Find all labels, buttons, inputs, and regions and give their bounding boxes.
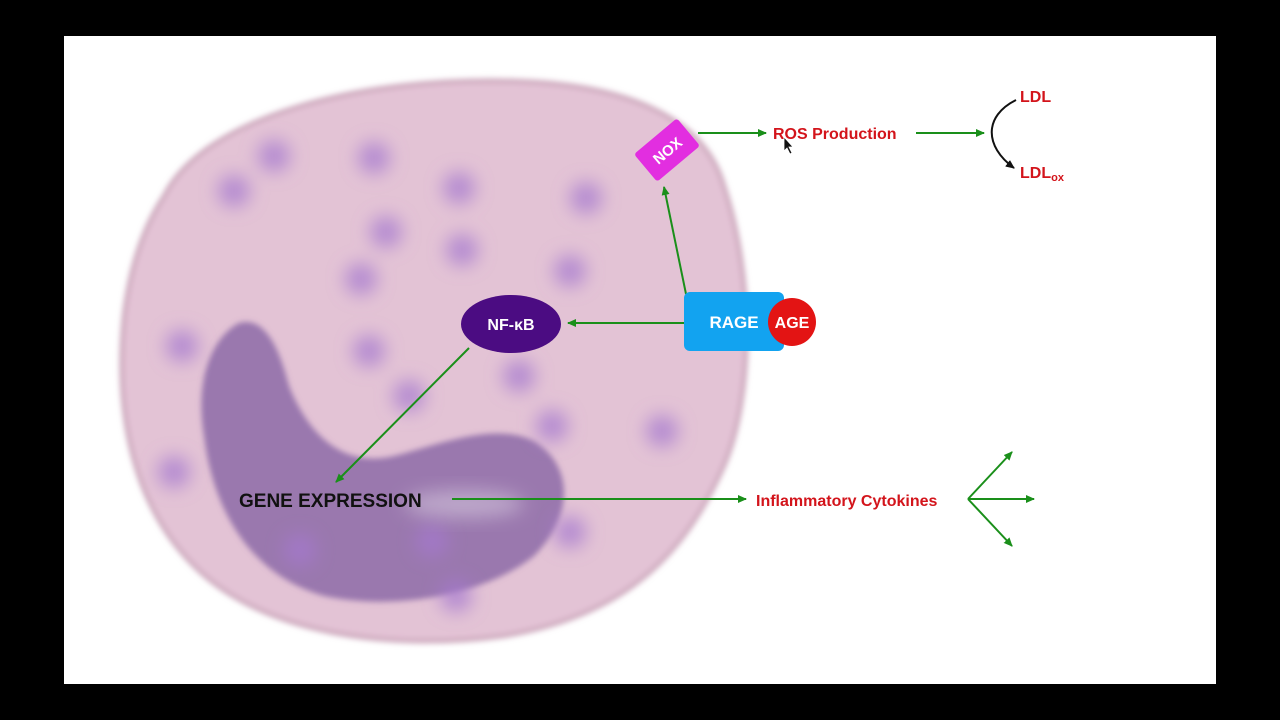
cell-illustration — [119, 78, 749, 644]
arrow-nfkb-to-gene — [335, 347, 470, 483]
arrow-ldl-oxidation — [990, 99, 1017, 169]
rage-node: RAGE — [684, 292, 784, 351]
inflammatory-cytokines-label: Inflammatory Cytokines — [756, 493, 937, 510]
pathway-arrows — [335, 129, 1035, 547]
arrow-cytokines-down — [967, 498, 1013, 547]
ldl-ox-label: LDLox — [1020, 165, 1065, 184]
pathway-diagram-svg: NOX ROS Production LDL LDLox NF-κB RAGE … — [119, 78, 1065, 644]
gene-expression-label: GENE EXPRESSION — [239, 491, 422, 512]
age-label: AGE — [775, 315, 810, 332]
cell-granules — [158, 140, 678, 612]
ros-production-label: ROS Production — [773, 126, 897, 143]
mouse-pointer-icon — [783, 135, 794, 155]
nfkb-node: NF-κB — [461, 295, 561, 353]
arrow-cytokines-up — [967, 451, 1013, 500]
arrow-rage-to-nox — [661, 186, 687, 295]
nucleus-highlight — [404, 490, 524, 518]
age-node: AGE — [768, 298, 816, 346]
diagram-slide: NOX ROS Production LDL LDLox NF-κB RAGE … — [64, 36, 1216, 684]
nfkb-label: NF-κB — [487, 317, 534, 334]
rage-label: RAGE — [709, 313, 758, 332]
cell-nucleus — [201, 321, 564, 602]
ldl-label: LDL — [1020, 89, 1051, 106]
nox-node: NOX — [635, 119, 699, 181]
